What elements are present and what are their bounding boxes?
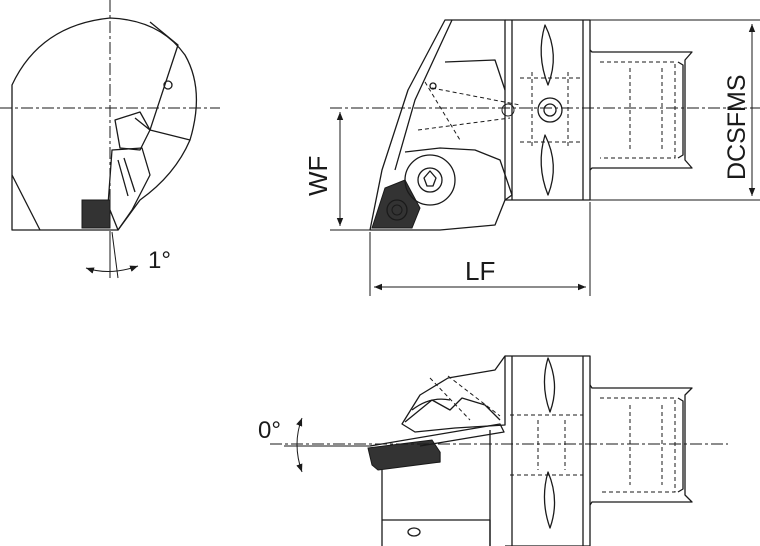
- angle-label-front: 0°: [258, 417, 281, 444]
- end-view: 1°: [0, 0, 220, 279]
- lf-label: LF: [465, 256, 495, 286]
- wf-label: WF: [303, 156, 333, 196]
- dcsfms-label: DCSFMS: [723, 74, 751, 180]
- side-view: WF LF DCSFMS: [303, 19, 760, 296]
- angle-label-side: 1°: [148, 247, 171, 274]
- front-view: 0°: [258, 355, 728, 546]
